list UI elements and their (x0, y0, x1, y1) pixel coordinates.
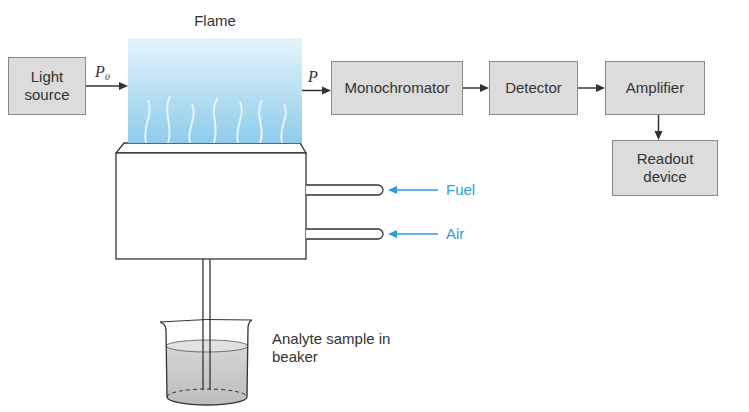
box-label: Readout device (613, 150, 717, 186)
signal-arrow (578, 84, 605, 92)
signal-arrow (302, 87, 331, 95)
signal-arrow (655, 115, 663, 140)
sample-label: Analyte sample in beaker (272, 330, 400, 366)
signal-arrow (463, 84, 489, 92)
beaker (160, 319, 252, 405)
detector-box: Detector (489, 61, 578, 115)
flame-region: Flame (128, 38, 302, 143)
signal-arrow (86, 82, 128, 90)
aspiration-tube (203, 259, 210, 390)
burner-head (116, 143, 306, 153)
power-label: P₀ (93, 63, 112, 81)
gas-label: Fuel (446, 181, 506, 199)
burner-body (116, 153, 306, 259)
box-label: Light source (9, 68, 85, 104)
light-source-box: Light source (8, 57, 86, 115)
flame-heading: Flame (128, 12, 302, 30)
box-label: Amplifier (626, 79, 684, 97)
fuel-tube (306, 185, 383, 195)
air-tube (306, 229, 383, 239)
box-label: Detector (505, 79, 562, 97)
box-label: Monochromator (344, 79, 449, 97)
readout-box: Readout device (612, 140, 718, 196)
monochromator-box: Monochromator (331, 61, 463, 115)
gas-label: Air (446, 225, 506, 243)
amplifier-box: Amplifier (605, 61, 705, 115)
gas-arrows (388, 186, 438, 238)
flame-shape (128, 38, 302, 143)
power-label: P (306, 68, 320, 86)
